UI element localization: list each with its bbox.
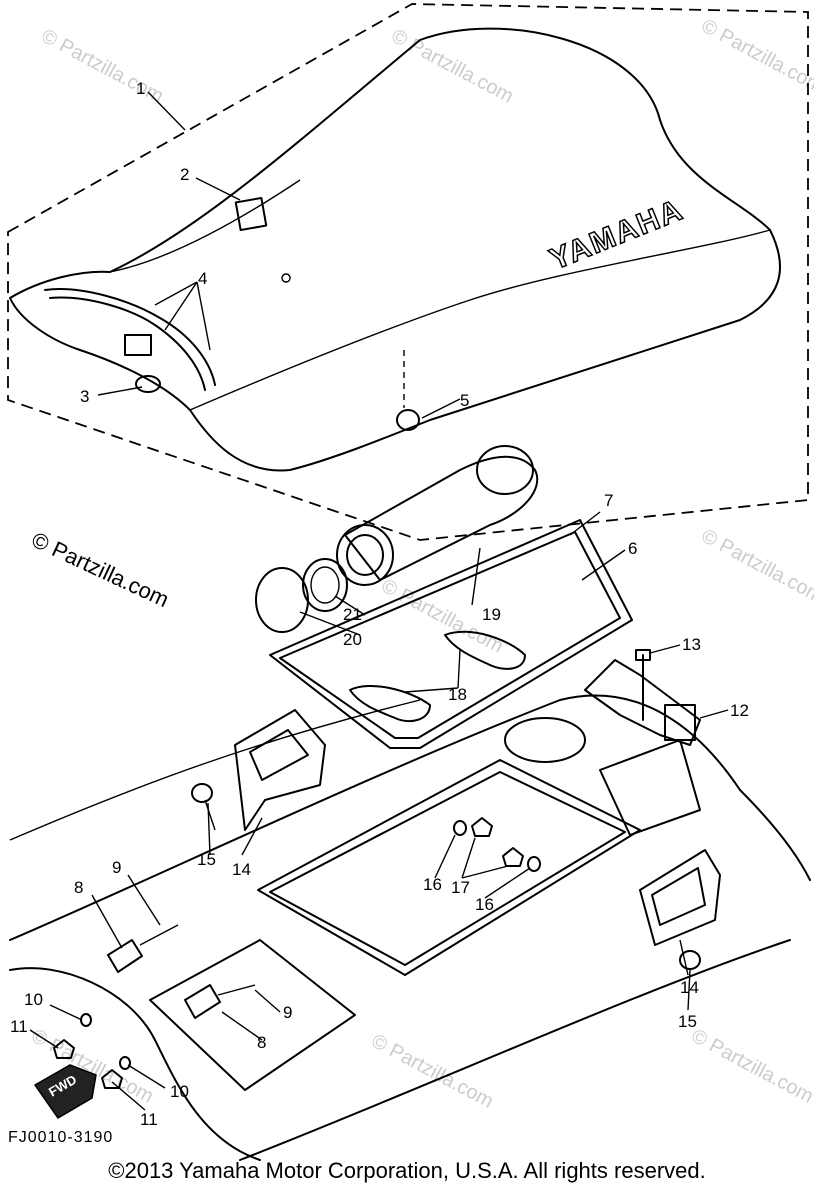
callout-16b: 16 bbox=[475, 895, 494, 914]
hardware bbox=[53, 783, 701, 1089]
watermark: © Partzilla.com bbox=[698, 15, 814, 98]
callout-9b: 9 bbox=[283, 1003, 292, 1022]
copyright-notice: ©2013 Yamaha Motor Corporation, U.S.A. A… bbox=[108, 1158, 706, 1183]
seat-assembly-boundary bbox=[7, 3, 809, 541]
callout-6: 6 bbox=[628, 539, 637, 558]
callout-21: 21 bbox=[343, 605, 362, 624]
callout-17: 17 bbox=[451, 878, 470, 897]
callout-15: 15 bbox=[197, 850, 216, 869]
callout-4: 4 bbox=[198, 269, 207, 288]
callout-10b: 10 bbox=[170, 1082, 189, 1101]
callout-12: 12 bbox=[730, 701, 749, 720]
callout-11b: 11 bbox=[140, 1110, 158, 1129]
callout-2: 2 bbox=[180, 165, 189, 184]
callout-16: 16 bbox=[423, 875, 442, 894]
watermark: © Partzilla.com bbox=[388, 25, 517, 108]
callout-14b: 14 bbox=[680, 978, 699, 997]
grab-handle-right bbox=[639, 849, 721, 946]
callout-1: 1 bbox=[136, 79, 145, 98]
vent-assembly bbox=[255, 445, 539, 633]
watermark-dark: © Partzilla.com bbox=[28, 527, 173, 612]
callout-13: 13 bbox=[682, 635, 701, 654]
seat bbox=[9, 27, 781, 472]
fwd-arrow-mark: FWD bbox=[33, 1064, 97, 1119]
callout-3: 3 bbox=[80, 387, 89, 406]
callout-5: 5 bbox=[460, 391, 469, 410]
callout-11: 11 bbox=[10, 1017, 28, 1036]
watermark: © Partzilla.com bbox=[688, 1025, 814, 1108]
callout-15b: 15 bbox=[678, 1012, 697, 1031]
leader-lines bbox=[29, 91, 729, 1111]
callout-18: 18 bbox=[448, 685, 467, 704]
watermark: © Partzilla.com bbox=[38, 25, 167, 108]
hull-deck bbox=[9, 694, 811, 1161]
figure-code: FJ0010-3190 bbox=[8, 1129, 113, 1146]
callout-14: 14 bbox=[232, 860, 251, 879]
callout-9: 9 bbox=[112, 858, 121, 877]
callouts: 1 2 3 4 5 6 7 8 9 10 11 12 13 14 15 16 1… bbox=[10, 79, 749, 1129]
callout-7: 7 bbox=[604, 491, 613, 510]
watermark: © Partzilla.com bbox=[698, 525, 814, 608]
grab-handle-left bbox=[234, 709, 326, 831]
callout-8b: 8 bbox=[257, 1033, 266, 1052]
callout-19: 19 bbox=[482, 605, 501, 624]
storage-lid bbox=[269, 519, 633, 749]
callout-10: 10 bbox=[24, 990, 43, 1009]
callout-8: 8 bbox=[74, 878, 83, 897]
watermarks: © Partzilla.com © Partzilla.com © Partzi… bbox=[28, 15, 814, 1113]
callout-20: 20 bbox=[343, 630, 362, 649]
latch bbox=[584, 649, 701, 746]
